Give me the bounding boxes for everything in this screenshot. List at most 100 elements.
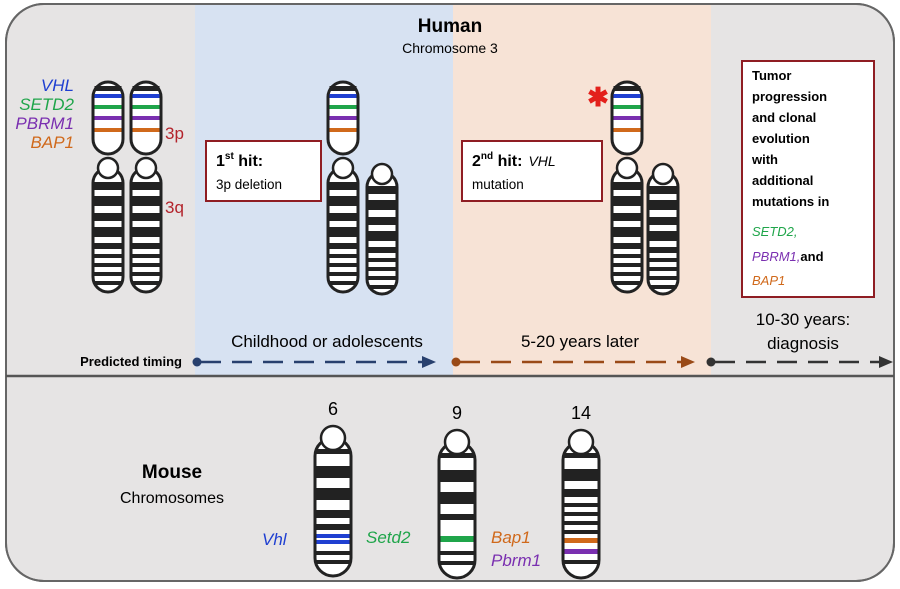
mouse-chromosome-6-number: 6 xyxy=(328,399,338,419)
timeline-arrow-later xyxy=(451,356,695,368)
normal-chromosome-a-q-band-4 xyxy=(94,243,122,249)
normal-chromosome-a-q-band-2 xyxy=(94,213,122,221)
second-hit-chromosome-deleted-centromere xyxy=(651,162,675,186)
mouse-gene-vhl: Vhl xyxy=(262,530,288,549)
normal-chromosome-a xyxy=(91,80,125,294)
normal-chromosome-a-q-band-3 xyxy=(94,227,122,237)
normal-chromosome-a-centromere xyxy=(96,156,120,180)
normal-chromosome-b-centromere xyxy=(134,156,158,180)
second-hit-chromosome-intact-q-band-4 xyxy=(613,243,641,249)
progression-line-7: mutations in xyxy=(752,194,829,209)
mouse-chromosome-14-number: 14 xyxy=(571,403,591,423)
mouse-gene-setd2: Setd2 xyxy=(366,528,411,547)
mouse-chromosome-14-band-bap1 xyxy=(564,538,598,543)
human-chromosome-pair-first-hit xyxy=(326,80,399,296)
progression-gene-setd2: SETD2, xyxy=(752,224,798,239)
second-hit-chromosome-intact-centromere xyxy=(615,156,639,180)
first-hit-chromosome-deleted-q-band-7 xyxy=(368,276,396,280)
timeline-arrow-childhood xyxy=(192,356,436,368)
first-hit-chromosome-intact-q-band-5 xyxy=(329,254,357,258)
first-hit-chromosome-deleted-q-band-3 xyxy=(368,231,396,241)
normal-chromosome-a-p-band-0 xyxy=(94,86,122,91)
normal-chromosome-a-p-band-bap1 xyxy=(94,128,122,132)
first-hit-chromosome-deleted-q-band-4 xyxy=(368,247,396,253)
first-hit-chromosome-deleted-q-band-2 xyxy=(368,217,396,225)
first-hit-title: 1st hit: xyxy=(216,151,263,170)
second-hit-chromosome-intact xyxy=(610,80,644,294)
normal-chromosome-b-q-band-2 xyxy=(132,213,160,221)
second-hit-chromosome-deleted-q-band-1 xyxy=(649,200,677,210)
timing-stage-2: 5-20 years later xyxy=(521,332,639,351)
timeline-start-dot xyxy=(192,357,202,367)
first-hit-chromosome-intact-q-band-3 xyxy=(329,227,357,237)
mouse-chromosome-6-band-7 xyxy=(316,551,350,555)
progression-line-4: evolution xyxy=(752,131,810,146)
mouse-chromosome-6-band-vhl-2 xyxy=(316,540,350,544)
mouse-chromosome-9-band-1 xyxy=(440,470,474,482)
progression-line-5: with xyxy=(751,152,778,167)
arm-label-3q: 3q xyxy=(165,198,184,217)
normal-chromosome-a-q-band-5 xyxy=(94,254,122,258)
second-hit-chromosome-intact-p-band-setd2 xyxy=(613,105,641,109)
second-hit-chromosome-intact-q-band-0 xyxy=(613,182,641,190)
second-hit-chromosome-intact-q-band-6 xyxy=(613,263,641,267)
second-hit-chromosome-deleted-q-band-3 xyxy=(649,231,677,241)
timing-stage-3-line-1: 10-30 years: xyxy=(756,310,851,329)
normal-chromosome-b-q-band-8 xyxy=(132,281,160,285)
second-hit-chromosome-intact-p-band-0 xyxy=(613,86,641,91)
normal-chromosome-a-q-band-8 xyxy=(94,281,122,285)
predicted-timing-label: Predicted timing xyxy=(80,354,182,369)
mouse-chromosome-6-band-2 xyxy=(316,488,350,500)
mouse-chromosome-9-band-3 xyxy=(440,514,474,520)
second-hit-box: 2nd hit:VHL mutation xyxy=(461,140,603,202)
second-hit-chromosome-intact-p-band-bap1 xyxy=(613,128,641,132)
progression-line-3: and clonal xyxy=(752,110,816,125)
first-hit-chromosome-intact-centromere xyxy=(331,156,355,180)
mouse-chromosome-14 xyxy=(561,428,601,580)
first-hit-chromosome-intact-p-band-setd2 xyxy=(329,105,357,109)
timing-stage-1: Childhood or adolescents xyxy=(231,332,423,351)
second-hit-title: 2nd hit:VHL xyxy=(472,151,556,170)
mouse-chromosome-9-band-0 xyxy=(440,453,474,458)
first-hit-chromosome-deleted xyxy=(365,162,399,296)
mouse-chromosomes xyxy=(313,424,601,580)
first-hit-chromosome-intact-q-band-4 xyxy=(329,243,357,249)
first-hit-box: 1st hit: 3p deletion xyxy=(205,140,322,202)
mouse-chromosome-14-band-5 xyxy=(564,521,598,525)
first-hit-chromosome-deleted-q-band-1 xyxy=(368,200,396,210)
gene-label-bap1: BAP1 xyxy=(31,133,74,152)
mouse-chromosome-14-band-9 xyxy=(564,560,598,564)
mouse-chromosome-6-band-3 xyxy=(316,510,350,518)
first-hit-chromosome-intact-p-band-0 xyxy=(329,86,357,91)
second-hit-chromosome-intact-p-band-vhl xyxy=(613,94,641,98)
gene-label-list: VHL SETD2 PBRM1 BAP1 xyxy=(15,76,74,152)
mouse-chromosome-9 xyxy=(437,428,477,580)
mouse-chromosome-6-band-1 xyxy=(316,466,350,478)
second-hit-chromosome-deleted xyxy=(646,162,680,296)
normal-chromosome-a-p-band-pbrm1 xyxy=(94,116,122,120)
first-hit-chromosome-intact-q-band-7 xyxy=(329,272,357,276)
mouse-gene-bap1: Bap1 xyxy=(491,528,531,547)
mouse-chromosome-14-body xyxy=(561,440,601,580)
mouse-chromosome-9-band-5 xyxy=(440,551,474,555)
first-hit-chromosome-intact-p-band-vhl xyxy=(329,94,357,98)
gene-label-pbrm1: PBRM1 xyxy=(15,114,74,133)
progression-gene-bap1: BAP1 xyxy=(752,273,785,288)
second-hit-chromosome-deleted-q-band-8 xyxy=(649,285,677,289)
second-hit-chromosome-deleted-q-band-6 xyxy=(649,267,677,271)
arm-label-3p: 3p xyxy=(165,124,184,143)
first-hit-chromosome-intact-q-band-8 xyxy=(329,281,357,285)
timeline-arrow-diagnosis xyxy=(706,356,893,368)
human-chromosome-pair-normal xyxy=(91,80,163,294)
progression-line-6: additional xyxy=(752,173,813,188)
normal-chromosome-b-q-band-5 xyxy=(132,254,160,258)
normal-chromosome-b-p-band-bap1 xyxy=(132,128,160,132)
normal-chromosome-b-q-band-0 xyxy=(132,182,160,190)
normal-chromosome-a-q-band-1 xyxy=(94,196,122,206)
mouse-chromosome-9-number: 9 xyxy=(452,403,462,423)
normal-chromosome-a-p-band-vhl xyxy=(94,94,122,98)
normal-chromosome-a-q-band-0 xyxy=(94,182,122,190)
normal-chromosome-b-p-band-vhl xyxy=(132,94,160,98)
second-hit-chromosome-intact-q-band-7 xyxy=(613,272,641,276)
normal-chromosome-b-q-band-1 xyxy=(132,196,160,206)
